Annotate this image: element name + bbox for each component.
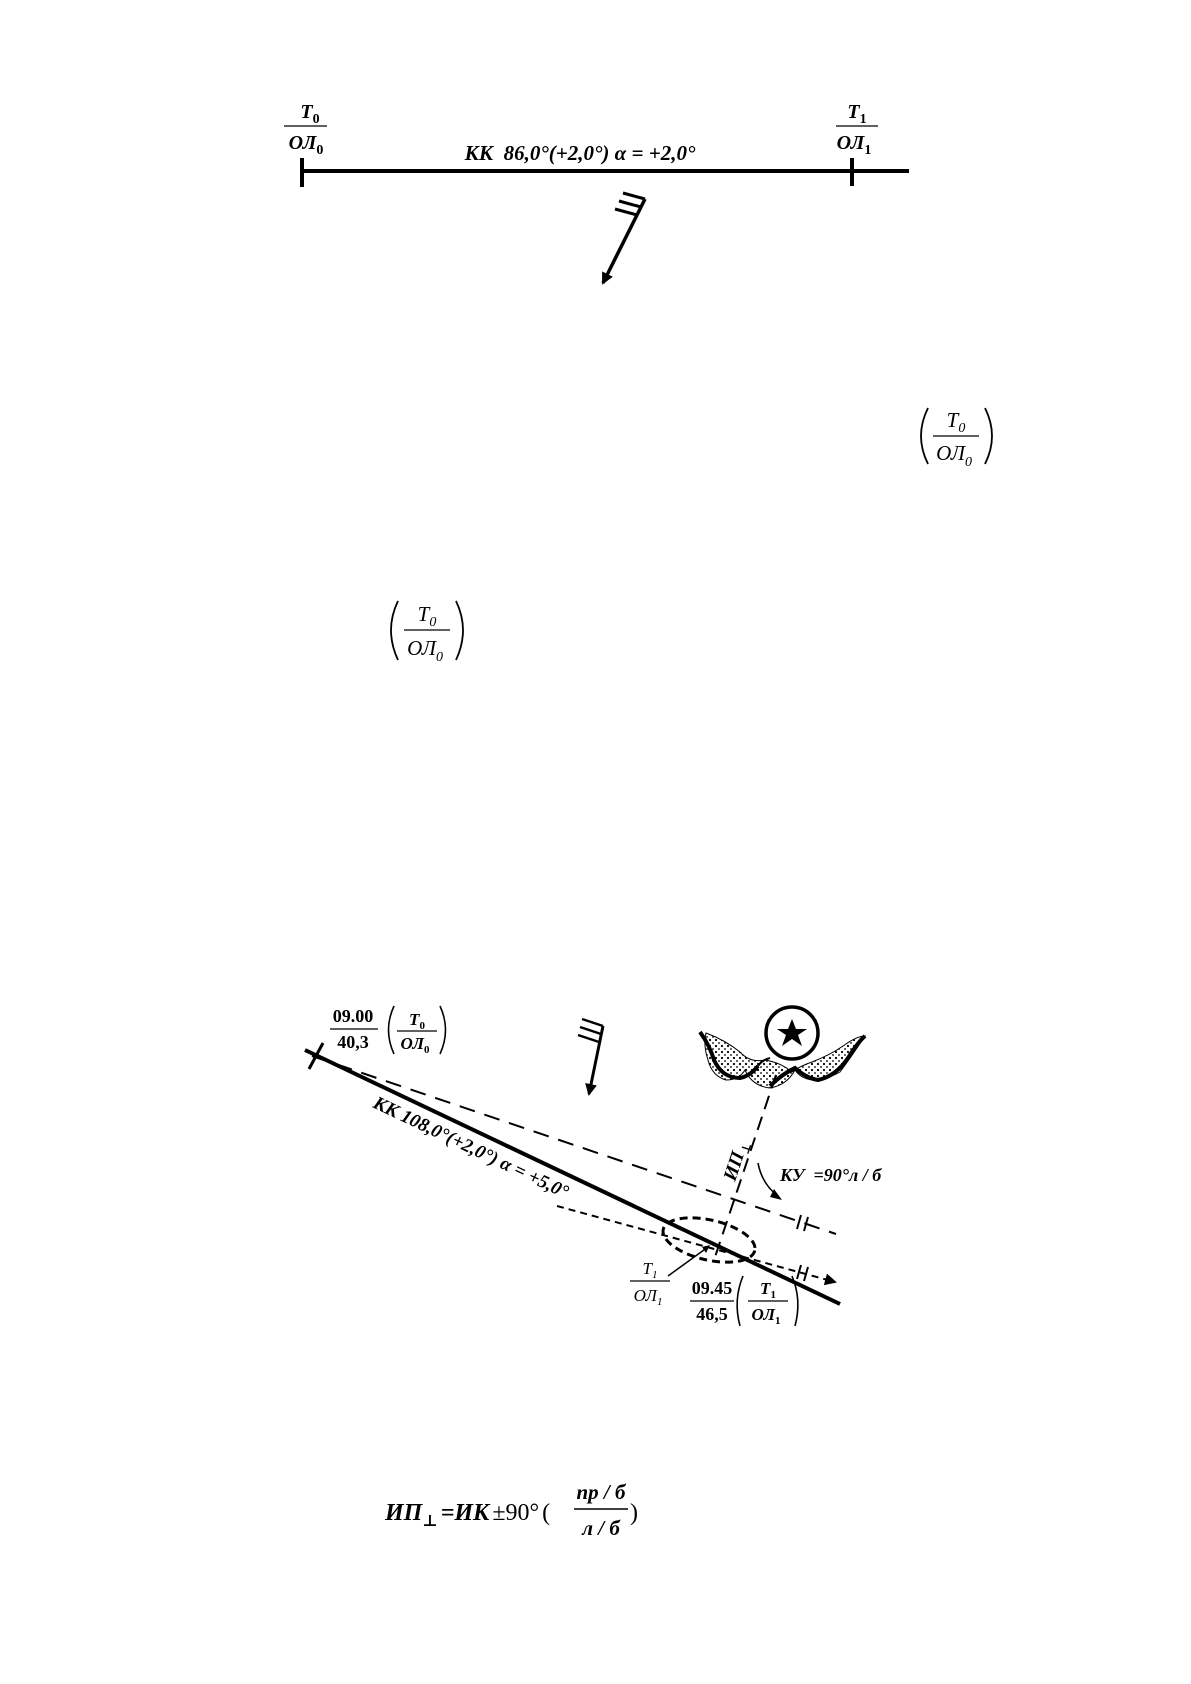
svg-text:T1: T1 [760, 1279, 776, 1301]
start-ol-sub: 0 [424, 1044, 430, 1056]
fix-ol: ОЛ [634, 1286, 659, 1305]
end-point-label: T1 ОЛ1 [737, 1276, 798, 1327]
start-t: T [300, 101, 313, 123]
formula-lhs-sub: ⊥ [422, 1513, 437, 1530]
figure-2: 09.00 40,3 T0 ОЛ0 КК 108,0°(+2,0°) α = +… [305, 1006, 882, 1327]
end-ol-sub: 1 [864, 143, 871, 158]
formula-eq: = [441, 1500, 455, 1526]
svg-text:T0: T0 [300, 101, 319, 127]
svg-text:ОЛ0: ОЛ0 [289, 132, 324, 158]
f1-ol: ОЛ [936, 441, 967, 465]
end-t-sub: 1 [770, 1289, 776, 1301]
start-ol: ОЛ [400, 1034, 425, 1053]
svg-text:ОЛ0: ОЛ0 [407, 636, 443, 665]
start-point-label: T0 ОЛ0 [389, 1006, 446, 1056]
track-tick [797, 1215, 801, 1229]
course-line [305, 1050, 840, 1304]
start-dist: 40,3 [337, 1032, 369, 1052]
start-t: T [409, 1010, 420, 1029]
inline-formula-1: T0 ОЛ0 [921, 408, 992, 470]
formula-frac-bottom: л / б [581, 1516, 621, 1540]
paren-left [391, 601, 398, 660]
figure-1: T0 ОЛ0 T1 ОЛ1 КК 86,0°(+2,0°) α = +2,0° [284, 101, 909, 283]
svg-text:T1: T1 [847, 101, 866, 127]
start-time: 09.00 [333, 1006, 374, 1026]
start-point-label: T0 ОЛ0 [284, 101, 327, 158]
end-ol: ОЛ [751, 1305, 776, 1324]
end-t-sub: 1 [860, 112, 867, 127]
wind-arrow-icon [603, 193, 645, 283]
course-label: КК 86,0°(+2,0°) α = +2,0° [464, 141, 696, 165]
f1-ol-sub: 0 [965, 455, 972, 470]
fix-pointer-arrowhead [702, 1245, 710, 1253]
svg-text:ОЛ0: ОЛ0 [400, 1034, 430, 1056]
wind-arrow-icon [578, 1019, 603, 1094]
formula-pm: ±90° [492, 1500, 539, 1526]
formula-lhs: ИП [384, 1500, 424, 1526]
end-t: T [847, 101, 860, 123]
f2-ol-sub: 0 [436, 650, 443, 665]
end-ol: ОЛ [837, 132, 866, 154]
lighthouse-icon [700, 1007, 865, 1088]
svg-text:T0: T0 [947, 408, 966, 436]
end-ol-sub: 1 [775, 1315, 781, 1327]
svg-text:ОЛ1: ОЛ1 [634, 1286, 663, 1308]
fix-ol-sub: 1 [657, 1296, 663, 1308]
svg-text:ОЛ1: ОЛ1 [751, 1305, 780, 1327]
end-t: T [760, 1279, 771, 1298]
bearing-label: ИП⊥ [719, 1138, 754, 1185]
end-dist: 46,5 [696, 1304, 728, 1324]
f1-t-sub: 0 [958, 421, 965, 436]
f2-ol: ОЛ [407, 636, 438, 660]
svg-text:ОЛ1: ОЛ1 [837, 132, 872, 158]
paren-left [921, 408, 928, 464]
fix-point-label: T1 ОЛ1 [630, 1259, 670, 1308]
svg-text:T0: T0 [418, 602, 437, 630]
f2-t-sub: 0 [429, 615, 436, 630]
bearing-formula: ИП⊥=ИК±90°( пр / б л / б ) [384, 1480, 638, 1540]
formula-frac-top: пр / б [577, 1480, 628, 1504]
svg-text:ОЛ0: ОЛ0 [936, 441, 972, 470]
paren-right [985, 408, 992, 464]
paren-right [456, 601, 463, 660]
svg-text:T0: T0 [409, 1010, 425, 1032]
heading-angle-label: КУ =90°л / б [779, 1165, 882, 1185]
formula-rhs: ИК [453, 1500, 491, 1526]
fix-pointer-line [668, 1247, 708, 1276]
end-time: 09.45 [692, 1278, 733, 1298]
start-t-sub: 0 [313, 112, 320, 127]
fix-t-sub: 1 [652, 1269, 658, 1281]
end-point-label: T1 ОЛ1 [836, 101, 878, 158]
svg-text:T1: T1 [643, 1259, 658, 1281]
start-ol: ОЛ [289, 132, 318, 154]
formula-close-paren: ) [630, 1500, 638, 1526]
inline-formula-2: T0 ОЛ0 [391, 601, 463, 665]
start-ol-sub: 0 [316, 143, 323, 158]
svg-text:ИП⊥=ИК±90°(: ИП⊥=ИК±90°( [384, 1500, 550, 1530]
start-t-sub: 0 [419, 1020, 425, 1032]
